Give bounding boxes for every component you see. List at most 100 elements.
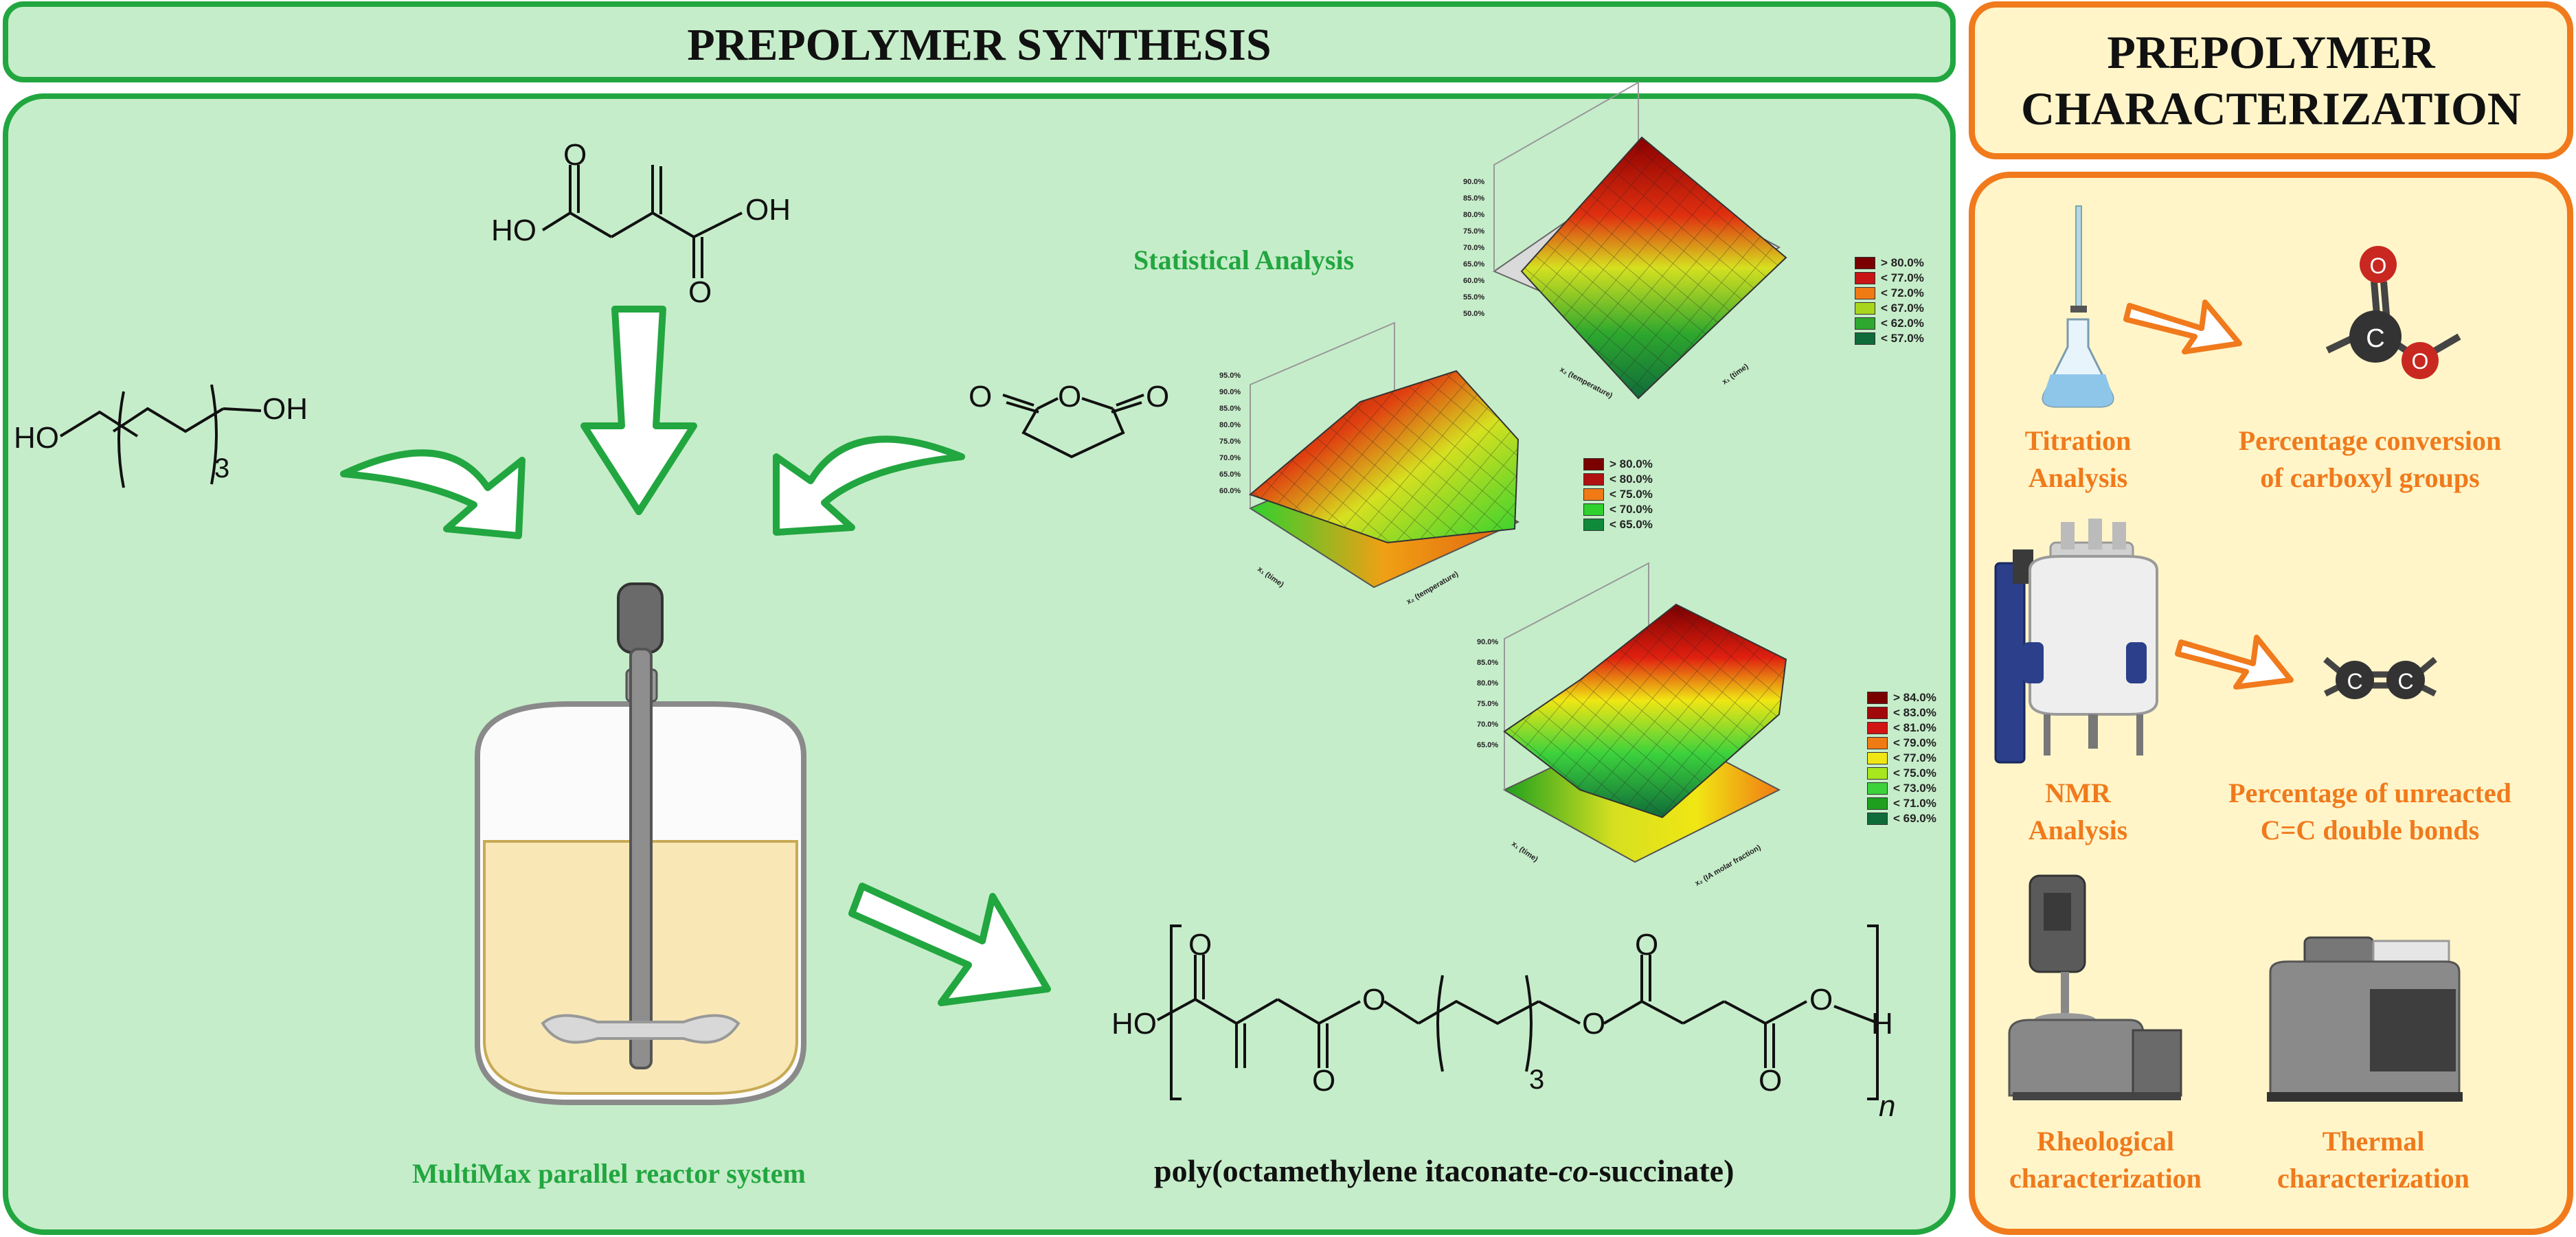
plot1-legend-label: < 67.0% — [1881, 302, 1924, 315]
double-bond-c-atom-2: C — [2397, 669, 2413, 694]
plot2-legend-item: < 70.0% — [1583, 502, 1653, 517]
sa-o-label-1: O — [969, 380, 992, 413]
plot3-legend-swatch — [1867, 707, 1888, 719]
poly-ho-label: HO — [1111, 1007, 1157, 1041]
reaction-arrows — [340, 306, 1051, 1006]
octanediol-structure: HO OH 3 — [14, 384, 308, 488]
titration-arrow-icon — [2123, 299, 2242, 354]
titration-flask-icon — [2042, 205, 2114, 408]
plot3-legend-label: < 73.0% — [1893, 782, 1936, 795]
plot1-legend-swatch — [1855, 317, 1875, 330]
conversion-label: Percentage conversion of carboxyl groups — [2238, 425, 2502, 493]
poly-o-label-5: O — [1635, 928, 1658, 962]
titration-label: Titration Analysis — [2024, 425, 2132, 493]
ia-oh-label: OH — [745, 193, 791, 227]
itaconic-acid-structure: HO O O OH — [491, 138, 791, 309]
characterization-header: PREPOLYMER CHARACTERIZATION — [1969, 1, 2573, 159]
plot3-legend-item: < 83.0% — [1867, 705, 1936, 720]
plot3-legend-label: < 77.0% — [1893, 751, 1936, 764]
plot1-legend-swatch — [1855, 257, 1875, 269]
characterization-title-line1: PREPOLYMER — [2107, 26, 2435, 78]
plot3-legend-swatch — [1867, 767, 1888, 780]
diol-ho-label: HO — [14, 421, 59, 455]
plot1-legend-swatch — [1855, 287, 1875, 299]
plot1-legend-item: > 80.0% — [1855, 256, 1924, 271]
plot2-tick-5: 70.0% — [1219, 454, 1241, 462]
reactor-label: MultiMax parallel reactor system — [412, 1158, 806, 1189]
plot3-legend-swatch — [1867, 722, 1888, 734]
thermal-analyzer-icon — [2267, 936, 2463, 1102]
plot2-legend-swatch — [1583, 473, 1604, 486]
plot3-legend-swatch — [1867, 797, 1888, 810]
polymer-structure: HO O O O 3 O O O O H n — [1111, 924, 1895, 1123]
plot3-tick-1: 85.0% — [1477, 659, 1498, 667]
surface-plot-3: 90.0% 85.0% 80.0% 75.0% 70.0% 65.0% x₁ (… — [1477, 562, 1787, 888]
plot2-legend-label: > 80.0% — [1609, 457, 1653, 470]
plot1-legend-label: < 57.0% — [1881, 332, 1924, 345]
plot1-tick-3: 75.0% — [1463, 227, 1484, 236]
unreacted-label: Percentage of unreacted C=C double bonds — [2228, 778, 2511, 846]
carboxyl-group-icon: C O O — [2325, 246, 2461, 379]
curved-arrow-left-icon — [340, 449, 526, 539]
plot1-legend-label: < 77.0% — [1881, 271, 1924, 284]
carboxyl-o-atom-1: O — [2370, 253, 2387, 278]
plot1-legend: > 80.0% < 77.0% < 72.0% < 67.0% < 62.0% < 57.… — [1855, 256, 1924, 346]
plot1-legend-item: < 57.0% — [1855, 331, 1924, 346]
ia-o-label-2: O — [688, 275, 712, 309]
plot3-legend-item: < 73.0% — [1867, 781, 1936, 796]
plot2-legend-item: < 75.0% — [1583, 487, 1653, 502]
reactor-vessel-icon — [475, 582, 806, 1105]
plot2-tick-7: 60.0% — [1219, 487, 1241, 495]
plot2-legend-item: > 80.0% — [1583, 457, 1653, 472]
double-bond-c-atom-1: C — [2347, 669, 2362, 694]
poly-o-label-4: O — [1582, 1007, 1605, 1041]
plot1-tick-4: 70.0% — [1463, 244, 1484, 252]
characterization-arrows — [2123, 299, 2294, 690]
nmr-spectrometer-icon — [1994, 519, 2158, 764]
plot3-legend-swatch — [1867, 752, 1888, 764]
plot3-legend-swatch — [1867, 782, 1888, 795]
plot3-legend-item: < 71.0% — [1867, 796, 1936, 811]
plot3-legend: > 84.0%< 83.0%< 81.0%< 79.0%< 77.0%< 75.… — [1867, 690, 1936, 826]
plot3-legend-swatch — [1867, 692, 1888, 704]
polymer-name-post: -succinate) — [1588, 1153, 1735, 1188]
sa-o-label-3: O — [1146, 380, 1169, 413]
poly-o-label-1: O — [1188, 928, 1212, 962]
plot1-legend-label: > 80.0% — [1881, 256, 1924, 269]
succinic-anhydride-structure: O O O — [969, 380, 1169, 459]
down-arrow-icon — [580, 306, 697, 515]
plot3-legend-label: < 83.0% — [1893, 706, 1936, 719]
plot2-legend-swatch — [1583, 458, 1604, 470]
plot1-tick-6: 60.0% — [1463, 277, 1484, 285]
plot3-tick-5: 65.0% — [1477, 741, 1498, 749]
plot2-tick-2: 85.0% — [1219, 405, 1241, 413]
polymer-name: poly(octamethylene itaconate-co-succinat… — [1154, 1153, 1734, 1189]
ia-o-label-1: O — [563, 138, 587, 172]
carboxyl-c-atom: C — [2366, 324, 2384, 353]
plot3-legend-item: < 75.0% — [1867, 766, 1936, 781]
rheological-label: Rheological characterization — [2009, 1126, 2202, 1194]
plot1-tick-8: 50.0% — [1463, 310, 1484, 318]
plot2-tick-1: 90.0% — [1219, 388, 1241, 396]
plot3-legend-label: < 79.0% — [1893, 736, 1936, 749]
plot2-legend-item: < 80.0% — [1583, 472, 1653, 487]
plot2-tick-6: 65.0% — [1219, 470, 1241, 479]
nmr-label: NMR Analysis — [2028, 778, 2128, 846]
plot3-legend-item: < 81.0% — [1867, 720, 1936, 736]
poly-h-label: H — [1871, 1007, 1893, 1041]
plot1-legend-label: < 62.0% — [1881, 317, 1924, 330]
plot2-tick-0: 95.0% — [1219, 372, 1241, 380]
surface-plot-2: 95.0% 90.0% 85.0% 80.0% 75.0% 70.0% 65.0… — [1219, 321, 1520, 606]
carboxyl-o-atom-2: O — [2412, 349, 2429, 374]
poly-o-label-2: O — [1312, 1064, 1335, 1098]
diol-subscript: 3 — [214, 453, 229, 484]
plot1-legend-swatch — [1855, 302, 1875, 315]
curved-arrow-right-icon — [773, 435, 965, 536]
plot1-legend-swatch — [1855, 272, 1875, 284]
synthesis-header: PREPOLYMER SYNTHESIS — [3, 1, 1956, 82]
plot3-legend-swatch — [1867, 813, 1888, 825]
plot2-legend: > 80.0%< 80.0%< 75.0%< 70.0%< 65.0% — [1583, 457, 1653, 532]
sa-o-label-2: O — [1058, 380, 1081, 413]
plot1-legend-item: < 67.0% — [1855, 301, 1924, 316]
plot1-legend-label: < 72.0% — [1881, 286, 1924, 299]
